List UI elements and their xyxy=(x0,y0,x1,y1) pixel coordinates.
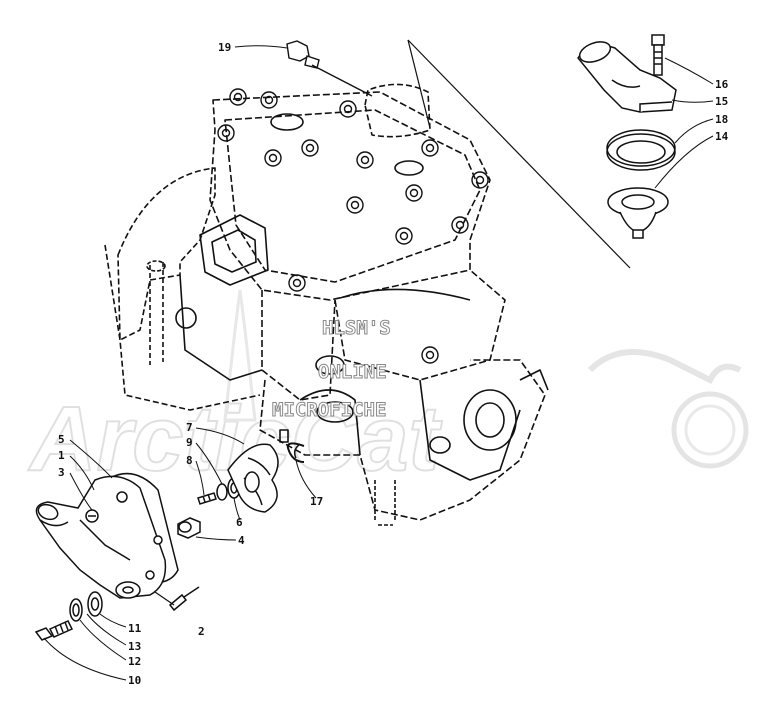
callout-18: 18 xyxy=(715,113,728,126)
bushing-4 xyxy=(177,517,201,539)
callout-11: 11 xyxy=(128,622,142,635)
watermark-text: HLSM'S ONLINE MICROFICHE xyxy=(272,317,392,422)
engine-block xyxy=(104,83,549,526)
drain-bolt-10 xyxy=(34,620,74,641)
callout-16: 16 xyxy=(715,78,729,91)
callout-12: 12 xyxy=(128,655,141,668)
circlip-17 xyxy=(286,442,305,463)
thermostat-14 xyxy=(607,187,669,239)
callout-4: 4 xyxy=(238,534,245,547)
callout-13: 13 xyxy=(128,640,141,653)
water-pump-group xyxy=(34,442,305,641)
callout-1: 1 xyxy=(58,449,65,462)
callout-15: 15 xyxy=(715,95,728,108)
leader-lines xyxy=(43,45,714,681)
watermark-line-1: HLSM'S xyxy=(322,317,391,339)
washer-9 xyxy=(216,483,228,501)
watermark-line-2: ONLINE xyxy=(318,361,387,383)
callout-17: 17 xyxy=(310,495,323,508)
gasket-18 xyxy=(606,129,676,171)
impeller-7 xyxy=(227,443,279,513)
screw-2 xyxy=(154,586,200,612)
spark-plug xyxy=(286,40,373,97)
thermostat-group xyxy=(407,34,677,269)
callout-14: 14 xyxy=(715,130,729,143)
washer-13 xyxy=(69,598,83,622)
callout-5: 5 xyxy=(58,433,65,446)
callout-3: 3 xyxy=(58,466,65,479)
pump-cover xyxy=(35,475,167,599)
thermostat-housing xyxy=(577,41,677,113)
callout-2: 2 xyxy=(198,625,205,638)
screw-3 xyxy=(85,509,99,523)
watermark-line-3: MICROFICHE xyxy=(272,399,386,421)
callout-6: 6 xyxy=(236,516,243,529)
bolt-8 xyxy=(197,492,217,505)
callout-19: 19 xyxy=(218,41,231,54)
washer-11 xyxy=(87,591,103,617)
head-bolts xyxy=(217,88,489,364)
callout-labels: 19 16 15 18 14 5 1 3 7 9 8 6 4 17 2 11 1… xyxy=(58,41,729,687)
callout-9: 9 xyxy=(186,436,193,449)
callout-8: 8 xyxy=(186,454,193,467)
callout-10: 10 xyxy=(128,674,141,687)
callout-7: 7 xyxy=(186,421,193,434)
bolt-16 xyxy=(651,34,665,76)
